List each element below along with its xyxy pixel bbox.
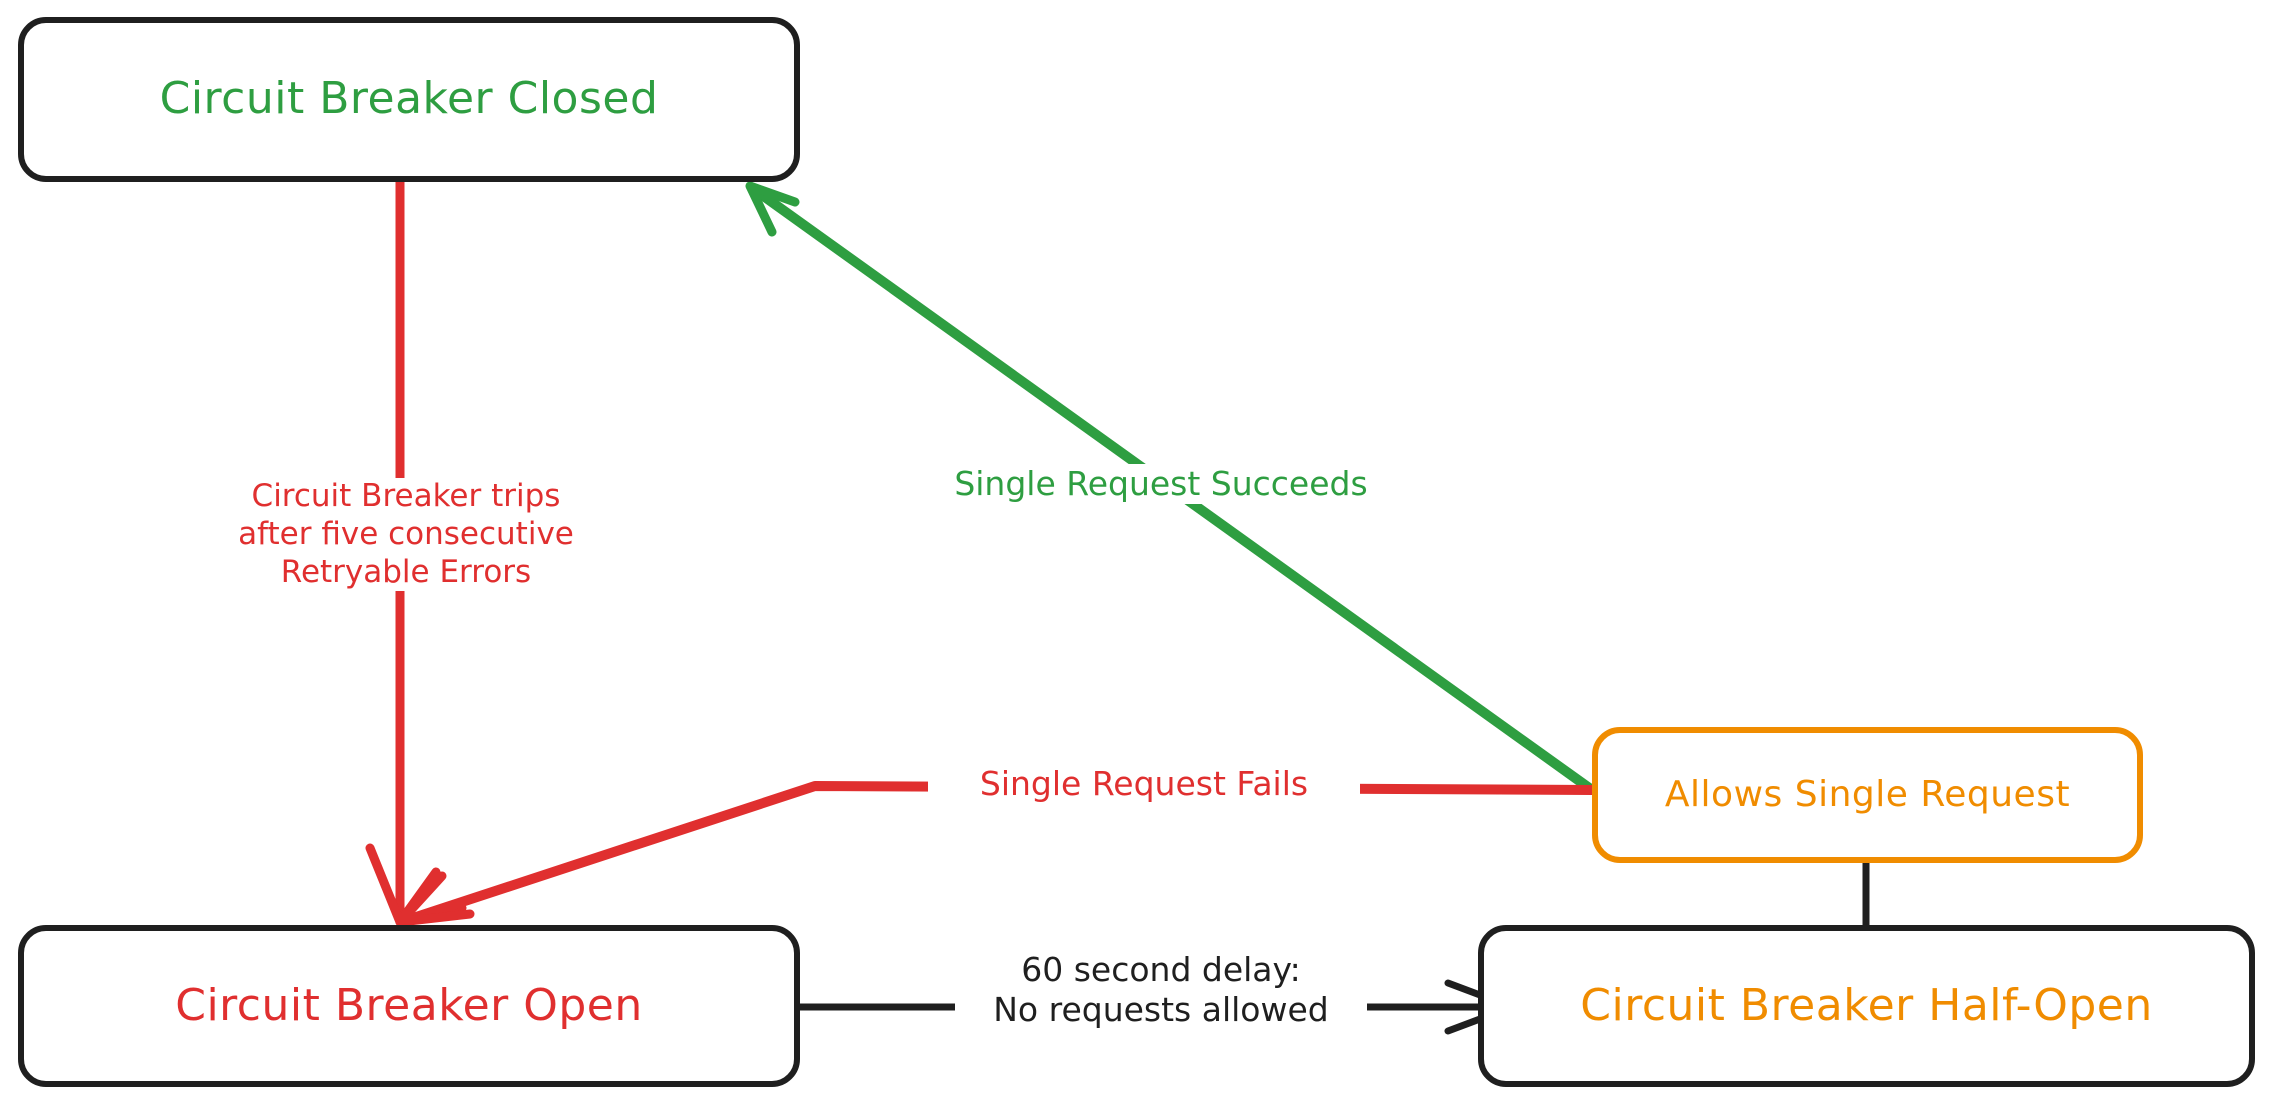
node-label-circuit-breaker-open: Circuit Breaker Open — [175, 979, 643, 1031]
edge-label-single-request-fails: Single Request Fails — [928, 764, 1360, 805]
node-label-circuit-breaker-closed: Circuit Breaker Closed — [159, 73, 659, 125]
node-allows-single-request[interactable]: Allows Single Request — [1592, 727, 2143, 863]
node-label-allows-single-request: Allows Single Request — [1664, 774, 2071, 816]
edge-label-60-second-delay: 60 second delay: No requests allowed — [955, 950, 1367, 1031]
edge-label-circuit-breaker-trips: Circuit Breaker trips after five consecu… — [175, 478, 637, 592]
edge-label-single-request-succeeds: Single Request Succeeds — [905, 464, 1417, 505]
node-circuit-breaker-closed[interactable]: Circuit Breaker Closed — [18, 17, 800, 182]
node-label-circuit-breaker-half-open: Circuit Breaker Half-Open — [1580, 979, 2153, 1031]
node-circuit-breaker-open[interactable]: Circuit Breaker Open — [18, 925, 800, 1087]
edge-single-request-fails — [395, 781, 1597, 927]
node-circuit-breaker-half-open[interactable]: Circuit Breaker Half-Open — [1478, 925, 2255, 1087]
